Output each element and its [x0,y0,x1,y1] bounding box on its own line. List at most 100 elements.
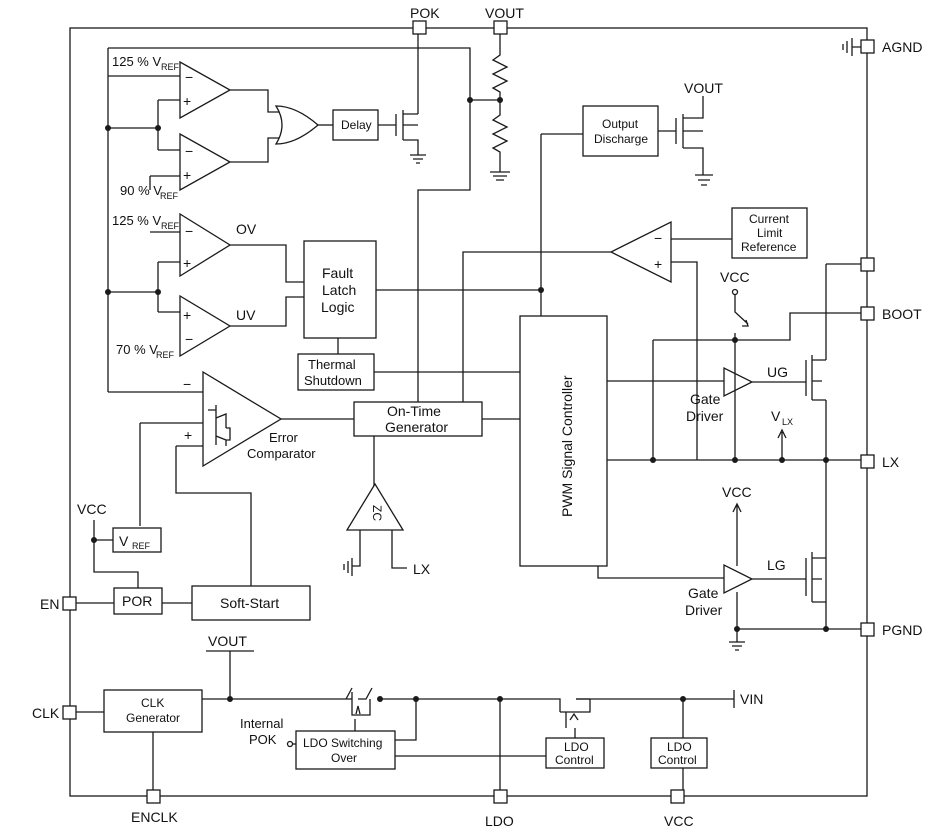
svg-text:Control: Control [555,753,594,767]
svg-text:VOUT: VOUT [208,633,247,649]
svg-text:REF: REF [160,191,179,201]
pin-en: EN [40,596,77,612]
svg-text:AGND: AGND [882,39,922,55]
svg-text:REF: REF [161,62,180,72]
pok-feedback-bus [107,47,471,392]
svg-text:Error: Error [269,430,299,445]
svg-text:+: + [184,427,192,443]
svg-text:LDO: LDO [564,740,589,754]
svg-text:70 % V: 70 % V [116,342,158,357]
svg-text:Driver: Driver [686,408,724,424]
svg-text:Comparator: Comparator [247,446,316,461]
uv-comparator [179,294,232,358]
svg-text:−: − [654,230,662,246]
svg-text:CLK: CLK [141,696,164,710]
ldo-control-left [545,737,605,769]
svg-text:PGND: PGND [882,622,922,638]
svg-text:Generator: Generator [126,711,180,725]
svg-text:90 % V: 90 % V [120,183,162,198]
discharge-mosfet [675,96,713,186]
svg-text:Latch: Latch [322,282,356,298]
pin-clk: CLK [32,705,77,721]
svg-text:VIN: VIN [740,691,763,707]
svg-text:REF: REF [156,350,175,360]
svg-text:+: + [183,93,191,109]
svg-text:LG: LG [767,557,786,573]
zc-comparator [345,482,405,531]
svg-text:EN: EN [40,596,59,612]
svg-text:VCC: VCC [664,813,694,829]
ldo-control-right [650,737,708,769]
svg-text:On-Time: On-Time [387,403,441,419]
svg-text:REF: REF [132,541,151,551]
svg-text:POK: POK [410,5,440,21]
svg-text:+: + [183,167,191,183]
fault-latch-logic [303,240,377,339]
pin-ldo: LDO [485,789,514,829]
svg-text:−: − [185,69,193,85]
vout-divider [491,34,509,172]
svg-text:−: − [183,376,191,392]
svg-text:LDO: LDO [667,740,692,754]
svg-text:Gate: Gate [690,391,721,407]
svg-text:Output: Output [602,117,639,131]
svg-text:Gate: Gate [688,585,719,601]
output-discharge-block [582,105,659,157]
lower-mosfet [805,552,827,629]
por-block [113,587,163,615]
svg-text:Fault: Fault [322,265,353,281]
soft-start-block [191,585,311,621]
svg-text:Internal: Internal [240,716,283,731]
pwm-signal-controller [519,315,608,567]
current-limit-reference [731,207,808,259]
pin-boot-top [860,257,875,272]
svg-text:PWM Signal Controller: PWM Signal Controller [559,375,575,517]
svg-text:VCC: VCC [722,484,752,500]
svg-text:Generator: Generator [385,419,448,435]
svg-text:BOOT: BOOT [882,306,922,322]
svg-text:Limit: Limit [757,226,783,240]
pok-mosfet [395,34,419,155]
svg-text:CLK: CLK [32,705,60,721]
svg-text:REF: REF [161,221,180,231]
pok-low-comparator [179,132,232,192]
upper-gate-driver [723,366,754,398]
ldo-switching-over [295,730,396,770]
svg-text:UG: UG [767,364,788,380]
svg-text:Current: Current [749,212,790,226]
svg-text:Soft-Start: Soft-Start [220,595,279,611]
svg-text:VCC: VCC [77,501,107,517]
svg-text:+: + [183,307,191,323]
svg-text:LDO Switching: LDO Switching [303,736,382,750]
svg-text:V: V [771,408,781,424]
svg-text:POK: POK [249,732,277,747]
svg-text:125 % V: 125 % V [112,213,161,228]
svg-text:Discharge: Discharge [594,132,648,146]
svg-text:+: + [183,255,191,271]
svg-text:VOUT: VOUT [485,5,524,21]
ldo-pass-mosfet [560,698,591,728]
svg-text:OV: OV [236,221,257,237]
svg-text:Thermal: Thermal [308,357,356,372]
svg-text:+: + [654,256,662,272]
lower-gate-driver [723,563,754,595]
svg-text:VOUT: VOUT [684,80,723,96]
svg-text:Control: Control [658,753,697,767]
svg-text:ENCLK: ENCLK [131,809,178,825]
svg-text:Delay: Delay [341,118,372,132]
svg-text:POR: POR [122,593,152,609]
pin-lx: LX [860,454,900,470]
svg-text:UV: UV [236,307,256,323]
upper-mosfet [805,263,861,602]
vref-block [112,527,162,553]
svg-text:Driver: Driver [685,602,723,618]
current-limit-comparator [609,220,672,284]
svg-text:LX: LX [413,561,431,577]
delay-block [332,109,379,141]
svg-text:−: − [185,143,193,159]
pin-pok: POK [410,5,440,35]
ldo-switch [340,687,416,716]
pin-pgnd: PGND [860,622,922,638]
